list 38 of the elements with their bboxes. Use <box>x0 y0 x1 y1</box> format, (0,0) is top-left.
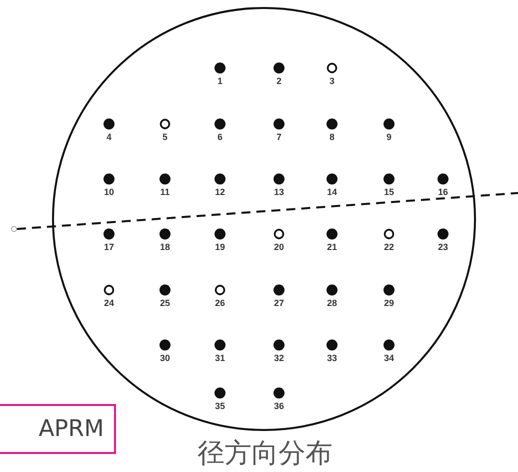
position-number: 6 <box>218 132 222 142</box>
position-number: 2 <box>276 76 282 86</box>
position-number: 19 <box>215 242 225 252</box>
position-number: 30 <box>160 353 170 363</box>
position-number: 11 <box>160 187 170 197</box>
position-number: 13 <box>274 187 284 197</box>
position-number: 23 <box>438 242 448 252</box>
position-number: 12 <box>215 187 225 197</box>
position-number: 1 <box>218 76 222 86</box>
position-number: 26 <box>215 298 225 308</box>
position-number: 22 <box>384 242 394 252</box>
position-number: 9 <box>386 132 392 142</box>
position-number: 7 <box>276 132 282 142</box>
position-number: 36 <box>274 401 284 411</box>
position-number: 16 <box>438 187 448 197</box>
position-number: 10 <box>104 187 114 197</box>
position-number: 14 <box>327 187 337 197</box>
position-number: 31 <box>215 353 225 363</box>
position-number: 17 <box>104 242 114 252</box>
position-number: 33 <box>327 353 337 363</box>
caption: 径方向分布 <box>198 437 332 471</box>
position-number: 15 <box>384 187 394 197</box>
position-number: 35 <box>215 401 225 411</box>
position-number: 25 <box>160 298 170 308</box>
position-number: 21 <box>327 242 337 252</box>
position-number: 24 <box>104 298 114 308</box>
position-number: 27 <box>274 298 284 308</box>
position-number: 5 <box>162 132 168 142</box>
position-number: 8 <box>330 132 334 142</box>
position-number: 28 <box>327 298 337 308</box>
label-box: APRM <box>0 404 116 454</box>
position-number: 4 <box>106 132 112 142</box>
position-number: 32 <box>274 353 284 363</box>
position-number: 34 <box>384 353 394 363</box>
position-number: 3 <box>330 76 334 86</box>
position-number: 20 <box>274 242 284 252</box>
position-number: 29 <box>384 298 394 308</box>
position-number: 18 <box>160 242 170 252</box>
